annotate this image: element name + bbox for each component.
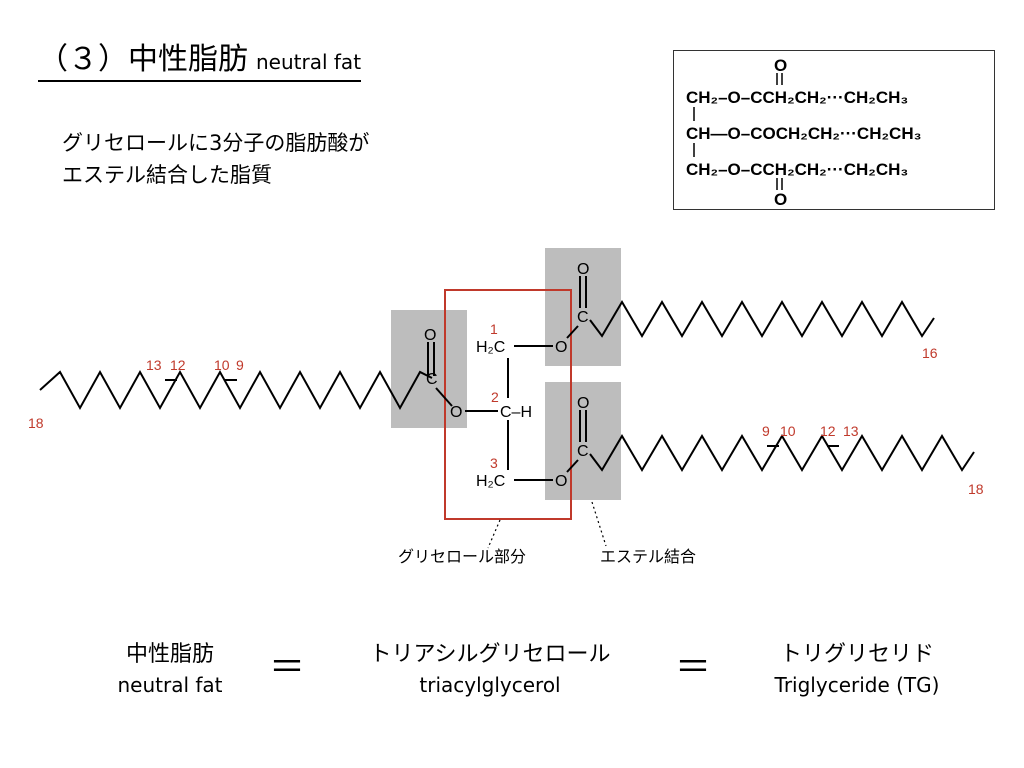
equals-sign-1: ＝ xyxy=(268,647,306,688)
callout-ester-bond: エステル結合 xyxy=(600,548,696,566)
top-carbonyl-o: O xyxy=(577,261,589,278)
formula-o-top: O xyxy=(774,56,787,75)
term-triacylglycerol-jp: トリアシルグリセロール xyxy=(369,642,611,667)
formula-row-3: CH₂–O–CCH₂CH₂···CH₂CH₃ xyxy=(686,160,908,179)
formula-o-bottom: O xyxy=(774,190,787,209)
left-chain-db-12: 12 xyxy=(170,357,186,373)
triglyceride-structure: O C O H₂C 1 C–H 2 H₂C 3 O C O O C O 18 1… xyxy=(28,248,984,566)
left-chain-db-9: 9 xyxy=(236,357,244,373)
glycerol-c1-number: 1 xyxy=(490,321,498,337)
description: グリセロールに3分子の脂肪酸が エステル結合した脂質 xyxy=(62,127,369,191)
glycerol-box xyxy=(444,289,572,520)
callout-line-ester xyxy=(591,501,607,547)
term-triglyceride: トリグリセリド Triglyceride (TG) xyxy=(775,640,940,700)
title-jp: （３）中性脂肪 xyxy=(38,42,248,77)
top-chain-end-label: 16 xyxy=(922,345,938,361)
term-neutral-fat: 中性脂肪 neutral fat xyxy=(117,640,222,700)
left-chain xyxy=(39,369,433,411)
structural-formula-box: O CH₂–O–CCH₂CH₂···CH₂CH₃ CH—O–COCH₂CH₂··… xyxy=(673,50,995,210)
term-triglyceride-en: Triglyceride (TG) xyxy=(774,673,940,697)
term-neutral-fat-en: neutral fat xyxy=(117,673,223,697)
term-neutral-fat-jp: 中性脂肪 xyxy=(125,642,214,667)
description-line1: グリセロールに3分子の脂肪酸が xyxy=(62,131,370,155)
description-line2: エステル結合した脂質 xyxy=(62,163,272,187)
left-chain-db-13: 13 xyxy=(146,357,162,373)
bottom-chain-db-13: 13 xyxy=(843,423,859,439)
callout-glycerol-part: グリセロール部分 xyxy=(398,548,526,566)
left-ester-o: O xyxy=(450,404,462,421)
ester-highlight-top xyxy=(545,248,621,366)
formula-row-1: CH₂–O–CCH₂CH₂···CH₂CH₃ xyxy=(686,88,908,107)
left-carbonyl-c: C xyxy=(426,371,438,388)
left-carbonyl-o: O xyxy=(424,327,436,344)
left-chain-end-label: 18 xyxy=(28,415,44,431)
glycerol-c2-number: 2 xyxy=(491,389,499,405)
bottom-chain-db-12: 12 xyxy=(820,423,836,439)
page-title: （３）中性脂肪 neutral fat xyxy=(38,34,362,82)
glycerol-c2-ch: C–H xyxy=(500,404,532,421)
left-ester-bond xyxy=(435,387,453,407)
term-triacylglycerol-en: triacylglycerol xyxy=(419,673,561,697)
title-en: neutral fat xyxy=(256,50,362,74)
bottom-chain-db-10: 10 xyxy=(780,423,796,439)
bottom-ester-o: O xyxy=(555,473,567,490)
top-ester-bond xyxy=(566,325,579,339)
bottom-carbonyl-c: C xyxy=(577,443,589,460)
bottom-chain-db-9: 9 xyxy=(762,423,770,439)
ester-highlight-bottom xyxy=(545,382,621,500)
formula-row-2: CH—O–COCH₂CH₂···CH₂CH₃ xyxy=(686,124,921,143)
term-triacylglycerol: トリアシルグリセロール triacylglycerol xyxy=(369,640,610,700)
term-triglyceride-jp: トリグリセリド xyxy=(779,642,934,667)
callout-line-glycerol xyxy=(487,519,501,549)
bottom-ester-bond xyxy=(566,459,579,473)
bottom-chain-end-label: 18 xyxy=(968,481,984,497)
glycerol-c1-h2c: H₂C xyxy=(476,339,505,356)
left-chain-db-10: 10 xyxy=(214,357,230,373)
top-chain xyxy=(589,300,935,338)
top-ester-o: O xyxy=(555,339,567,356)
equals-sign-2: ＝ xyxy=(674,647,712,688)
top-carbonyl-c: C xyxy=(577,309,589,326)
bottom-carbonyl-o: O xyxy=(577,395,589,412)
glycerol-c3-number: 3 xyxy=(490,455,498,471)
glycerol-c3-h2c: H₂C xyxy=(476,473,505,490)
bottom-chain xyxy=(589,434,975,472)
